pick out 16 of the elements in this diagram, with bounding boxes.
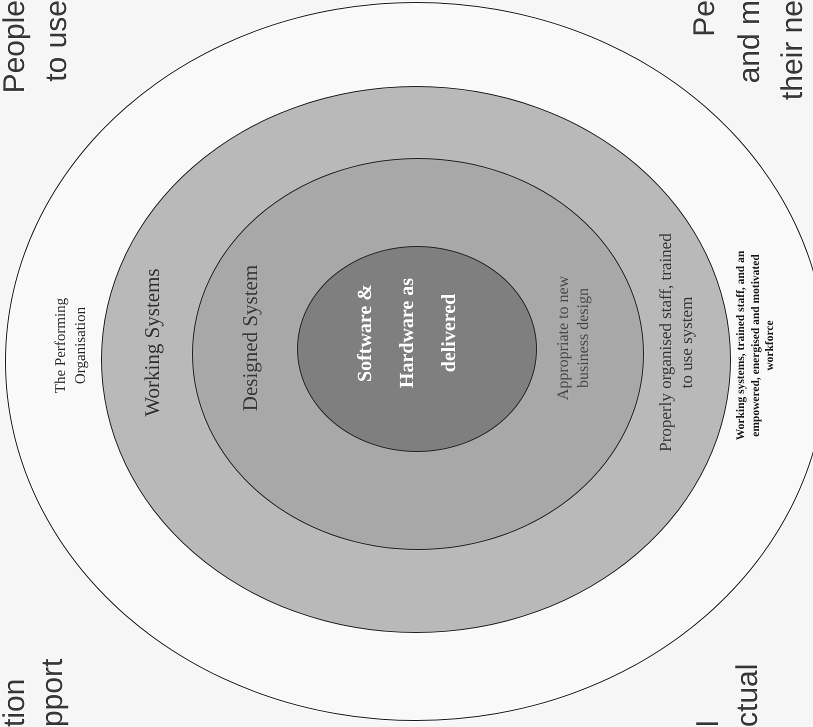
cut-off-text: People	[0, 0, 32, 94]
cut-off-text: and m	[733, 0, 767, 84]
cut-off-text: to use	[40, 0, 74, 82]
ring-description: Appropriate to new business design	[554, 274, 593, 402]
cut-off-text: tion	[0, 678, 32, 727]
ring-heading: The Performing Organisation	[52, 296, 90, 396]
ring-description: Properly organised staff, trained to use system	[655, 232, 697, 454]
core-label: Software & Hardware as delivered	[353, 276, 461, 390]
ring-heading: Working Systems	[139, 267, 165, 419]
ring-heading: Designed System	[237, 264, 263, 414]
ring-description: Working systems, trained staff, and an empowered, energised and motivated workforce	[734, 250, 777, 442]
cut-off-text: their ne	[776, 0, 810, 100]
cut-off-text: ctual	[731, 664, 765, 727]
cut-off-text: Pe	[688, 0, 722, 37]
cut-off-text: l	[692, 720, 726, 727]
cut-off-text: pport	[36, 658, 70, 727]
